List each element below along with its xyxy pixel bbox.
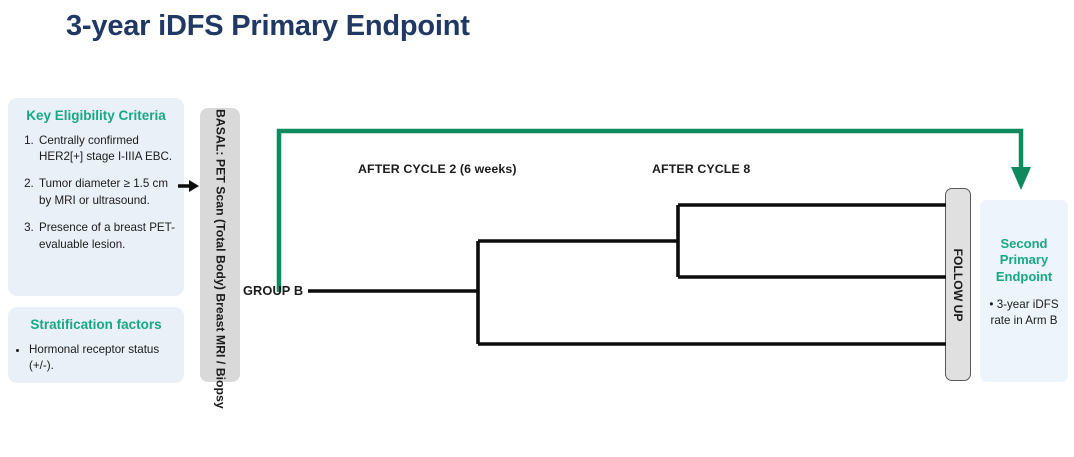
eligibility-criteria-panel: Key Eligibility Criteria Centrally confi… — [8, 98, 184, 296]
page-title: 3-year iDFS Primary Endpoint — [66, 10, 470, 42]
follow-up-bar: FOLLOW UP — [945, 188, 971, 381]
follow-up-label: FOLLOW UP — [951, 247, 965, 322]
green-flow-path — [276, 128, 1024, 292]
eligibility-heading: Key Eligibility Criteria — [26, 108, 166, 123]
stratification-heading: Stratification factors — [30, 317, 162, 332]
basal-label: BASAL: PET Scan (Total Body) Breast MRI … — [213, 109, 228, 409]
basal-assessment-bar: BASAL: PET Scan (Total Body) Breast MRI … — [200, 108, 240, 409]
stratification-list: Hormonal receptor status (+/-). — [17, 342, 175, 375]
stratification-factors-panel: Stratification factors Hormonal receptor… — [8, 307, 184, 383]
list-item: Presence of a breast PET-evaluable lesio… — [37, 220, 175, 253]
black-flow-lines — [308, 203, 946, 346]
eligibility-list: Centrally confirmed HER2[+] stage I-IIIA… — [17, 133, 175, 254]
after-cycle-8-label: AFTER CYCLE 8 — [652, 162, 751, 176]
green-arrowhead-icon — [1011, 167, 1031, 190]
list-item: Tumor diameter ≥ 1.5 cm by MRI or ultras… — [37, 176, 175, 209]
endpoint-detail: • 3-year iDFS rate in Arm B — [989, 297, 1059, 327]
group-b-label: GROUP B — [243, 283, 304, 298]
endpoint-heading: Second Primary Endpoint — [995, 236, 1053, 284]
second-primary-endpoint-panel: Second Primary Endpoint • 3-year iDFS ra… — [980, 200, 1068, 382]
arrow-right-icon — [178, 180, 199, 192]
list-item: Centrally confirmed HER2[+] stage I-IIIA… — [37, 133, 175, 166]
list-item: Hormonal receptor status (+/-). — [29, 342, 175, 375]
after-cycle-2-label: AFTER CYCLE 2 (6 weeks) — [358, 162, 517, 176]
